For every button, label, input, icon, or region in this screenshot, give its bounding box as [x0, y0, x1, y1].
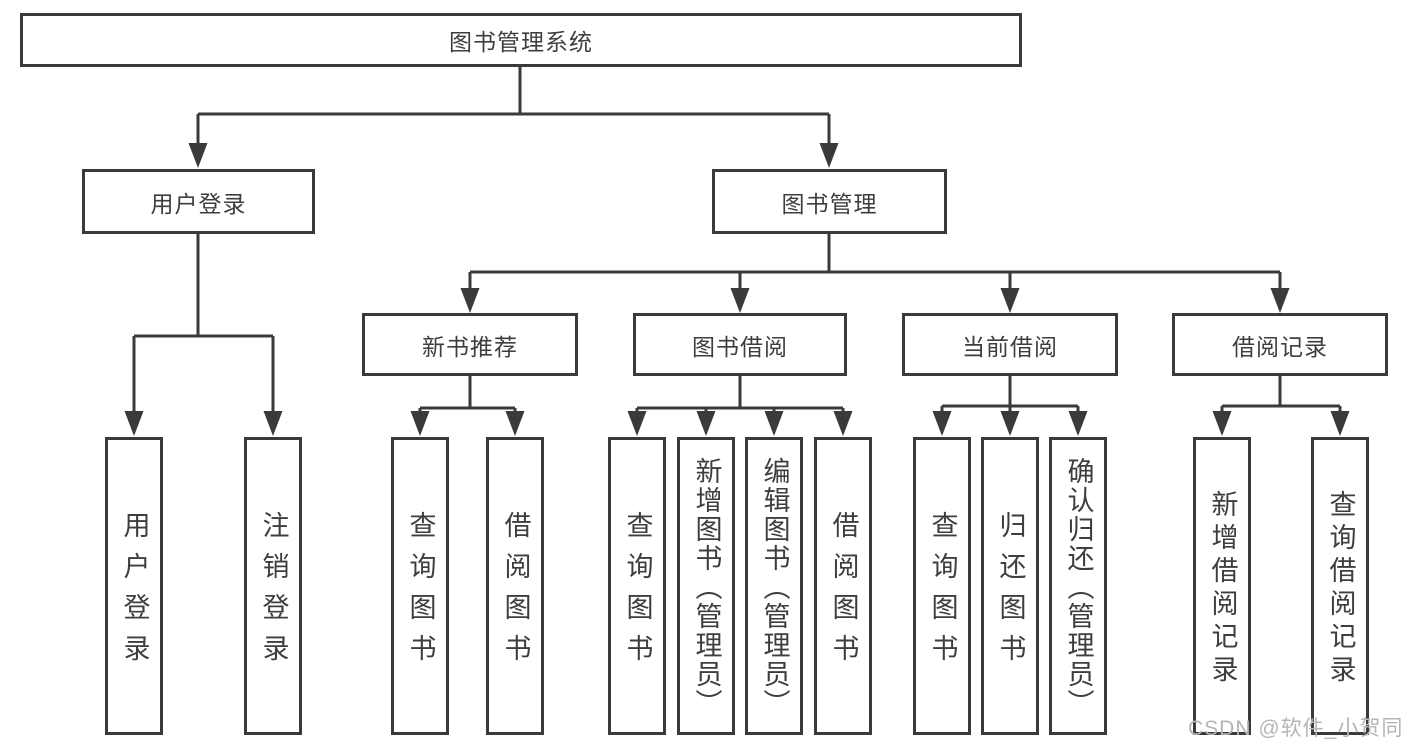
leaf-label: 新增图书（管理员） [691, 456, 722, 718]
node-borrow-records: 借阅记录 [1172, 313, 1388, 376]
arrowhead-icon [263, 411, 283, 436]
node-label: 当前借阅 [962, 333, 1058, 360]
node-root-label: 图书管理系统 [449, 29, 593, 55]
node-label: 用户登录 [150, 190, 247, 217]
leaf-label: 归还图书 [995, 511, 1026, 675]
csdn-watermark: CSDN @软件_小贺同学 [1188, 717, 1405, 740]
node-label: 图书借阅 [692, 333, 788, 360]
leaf-label: 查询图书 [622, 511, 653, 675]
leaf-label: 确认归还（管理员） [1063, 456, 1094, 718]
leaf-label: 查询图书 [405, 511, 436, 675]
leaf-label: 查询借阅记录 [1325, 490, 1356, 688]
arrowhead-icon [1212, 411, 1232, 436]
leaf-add-book-admin: 新增图书（管理员） [677, 437, 735, 735]
leaf-label: 编辑图书（管理员） [759, 456, 790, 718]
leaf-borrow-books-recommend: 借阅图书 [486, 437, 544, 735]
arrowhead-icon [819, 143, 839, 168]
leaf-label: 注销登录 [258, 511, 289, 675]
leaf-query-books-current: 查询图书 [913, 437, 971, 735]
node-label: 新书推荐 [422, 333, 518, 360]
arrowhead-icon [730, 288, 750, 313]
leaf-query-borrow-record: 查询借阅记录 [1311, 437, 1369, 735]
arrowhead-icon [1068, 411, 1088, 436]
arrowhead-icon [410, 411, 430, 436]
node-root: 图书管理系统 [20, 13, 1022, 67]
node-user-login: 用户登录 [82, 169, 315, 234]
leaf-confirm-return-admin: 确认归还（管理员） [1049, 437, 1107, 735]
leaf-return-book: 归还图书 [981, 437, 1039, 735]
leaf-edit-book-admin: 编辑图书（管理员） [745, 437, 803, 735]
arrowhead-icon [124, 411, 144, 436]
arrowhead-icon [1330, 411, 1350, 436]
arrowhead-icon [627, 411, 647, 436]
node-label: 借阅记录 [1232, 333, 1328, 360]
leaf-label: 借阅图书 [500, 511, 531, 675]
arrowhead-icon [696, 411, 716, 436]
arrowhead-icon [1000, 411, 1020, 436]
node-current-borrow: 当前借阅 [902, 313, 1118, 376]
leaf-user-login: 用户登录 [105, 437, 163, 735]
node-book-borrow: 图书借阅 [633, 313, 847, 376]
leaf-label: 查询图书 [927, 511, 958, 675]
leaf-label: 借阅图书 [828, 511, 859, 675]
leaf-query-books-recommend: 查询图书 [391, 437, 449, 735]
node-new-book-recommend: 新书推荐 [362, 313, 578, 376]
leaf-borrow-books: 借阅图书 [814, 437, 872, 735]
leaf-logout: 注销登录 [244, 437, 302, 735]
arrowhead-icon [833, 411, 853, 436]
leaf-label: 新增借阅记录 [1207, 490, 1238, 688]
node-book-management: 图书管理 [712, 169, 947, 234]
arrowhead-icon [1000, 288, 1020, 313]
arrowhead-icon [764, 411, 784, 436]
arrowhead-icon [460, 288, 480, 313]
arrowhead-icon [505, 411, 525, 436]
arrowhead-icon [1270, 288, 1290, 313]
arrowhead-icon [188, 143, 208, 168]
leaf-label: 用户登录 [119, 511, 150, 675]
leaf-add-borrow-record: 新增借阅记录 [1193, 437, 1251, 735]
node-label: 图书管理 [781, 190, 878, 217]
leaf-query-books-borrow: 查询图书 [608, 437, 666, 735]
arrowhead-icon [932, 411, 952, 436]
